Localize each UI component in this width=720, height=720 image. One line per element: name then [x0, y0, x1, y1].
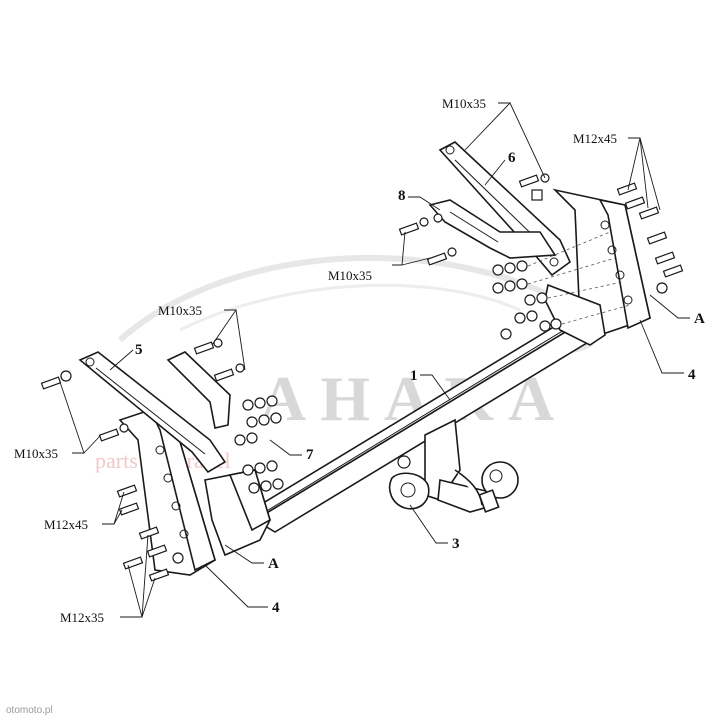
label-bolt-m10x35-mid: M10x35 [328, 268, 372, 283]
nuts-right-cluster [492, 231, 631, 340]
label-part-7: 7 [306, 447, 314, 463]
nuts-left-cluster [234, 395, 284, 494]
bolts-left-upper [40, 338, 245, 442]
label-ref-a-right: A [694, 311, 705, 327]
label-bolt-m12x45-left: M12x45 [44, 517, 88, 532]
label-part-4-right: 4 [688, 367, 696, 383]
label-part-6: 6 [508, 150, 516, 166]
label-ref-a-left: A [268, 556, 279, 572]
leader-lines [59, 102, 690, 618]
left-small-bracket [166, 351, 231, 429]
label-bolt-m12x45-top: M12x45 [573, 131, 617, 146]
label-bolt-m10x35-top: M10x35 [442, 96, 486, 111]
label-part-5: 5 [135, 342, 143, 358]
source-credit: otomoto.pl [6, 705, 53, 716]
label-bolt-m12x35-left: M12x35 [60, 610, 104, 625]
bolts-right-upper [518, 173, 684, 294]
bolts-left-lower [116, 484, 184, 582]
left-lower-bracket [204, 469, 271, 557]
label-part-1: 1 [410, 368, 418, 384]
label-bolt-m10x35-left: M10x35 [14, 446, 58, 461]
left-arm-part-5 [78, 351, 227, 474]
bracket-part-8 [428, 199, 557, 259]
label-part-4-left: 4 [272, 600, 280, 616]
label-bolt-m10x35-left-top: M10x35 [158, 303, 202, 318]
towball-assembly-part-3 [388, 418, 519, 513]
label-part-8: 8 [398, 188, 406, 204]
label-part-3: 3 [452, 536, 460, 552]
bolts-bracket-8 [398, 213, 457, 266]
right-mount-plate-part-4 [552, 188, 651, 336]
